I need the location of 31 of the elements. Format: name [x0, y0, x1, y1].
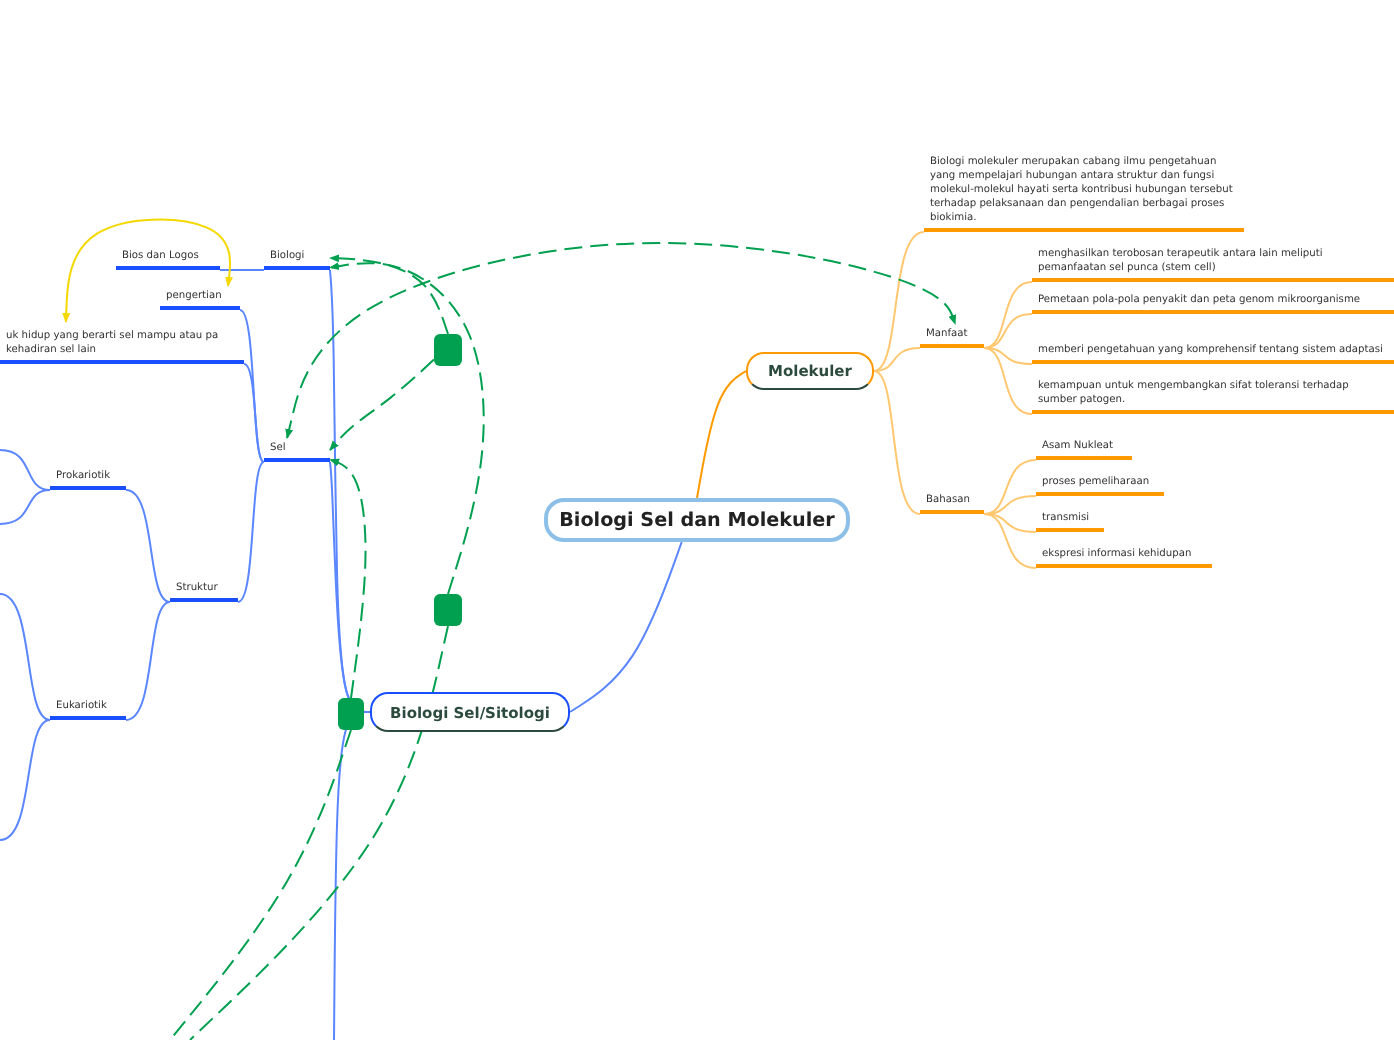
relationship-handle [434, 334, 462, 366]
branch-line [873, 370, 921, 515]
relationship-arrow [329, 254, 449, 335]
relationship-arrow [285, 241, 957, 439]
relationship-handle [434, 594, 462, 626]
branch-line [569, 541, 683, 713]
relationship-arrow [329, 262, 485, 595]
branch-line [219, 269, 265, 271]
central-topic: Biologi Sel dan Molekuler [544, 498, 850, 542]
branch-line [0, 489, 51, 525]
branch-line [125, 601, 171, 721]
branch-line [983, 459, 1037, 515]
branch-line [237, 461, 265, 603]
branch-line [873, 231, 925, 372]
relationship-arrow [329, 358, 435, 451]
branch-line [0, 719, 51, 841]
branch-line [0, 449, 51, 491]
branch-line [696, 370, 747, 499]
branch-line [983, 347, 1033, 365]
relationship-arrow [329, 458, 367, 699]
branch-line [873, 347, 921, 372]
branch-line [243, 363, 265, 463]
branch-line [983, 513, 1037, 533]
branch-line [0, 593, 51, 721]
arrow [62, 218, 233, 323]
branch-line [983, 347, 1033, 415]
branch-line [125, 489, 171, 603]
relationship-handle [338, 698, 364, 730]
branch-line [983, 281, 1033, 349]
branch-line [983, 513, 1037, 569]
branch-line [983, 313, 1033, 349]
